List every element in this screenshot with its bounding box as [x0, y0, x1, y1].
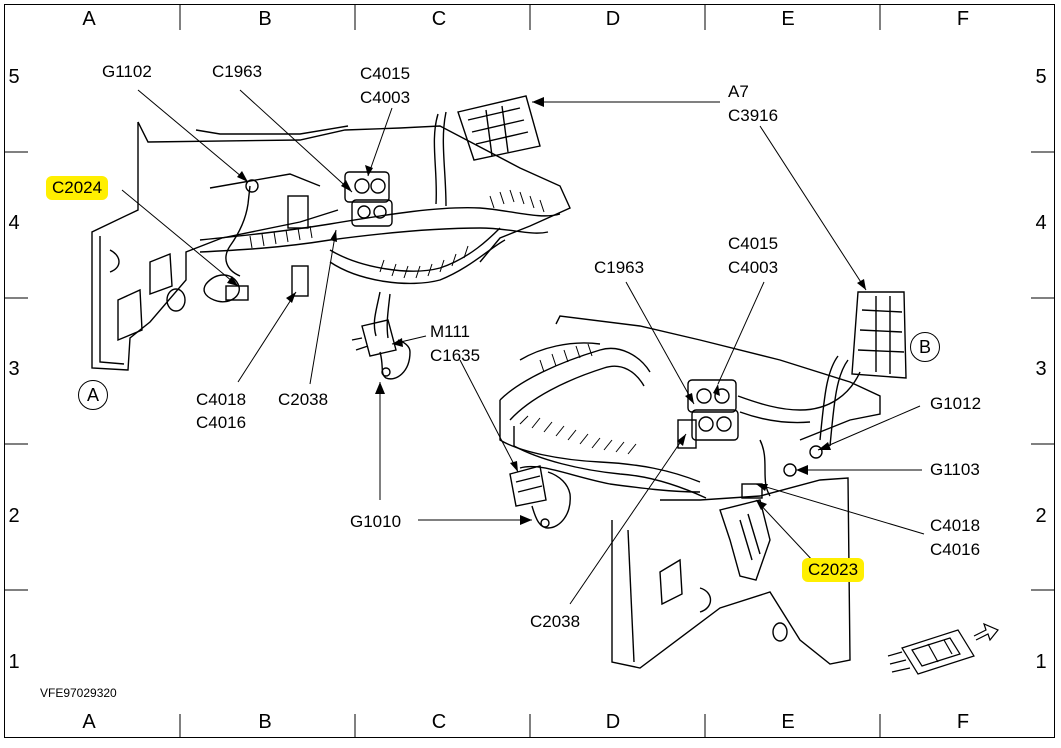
row-label-3-right: 3 [1035, 358, 1047, 380]
callout-g1103: G1103 [930, 460, 980, 479]
col-label-a-bottom: A [82, 711, 96, 733]
callout-c3916: C3916 [728, 106, 779, 125]
callout-c4003-top: C4003 [360, 88, 411, 107]
callout-g1010: G1010 [350, 512, 402, 531]
vehicle-orientation-icon [887, 622, 999, 675]
col-label-b-bottom: B [258, 711, 272, 733]
row-label-5-right: 5 [1035, 66, 1047, 88]
callout-c2038-bottom: C2038 [530, 612, 581, 631]
figure-reference-number: VFE97029320 [40, 686, 117, 700]
row-label-4: 4 [8, 212, 20, 234]
row-label-3: 3 [8, 358, 20, 380]
callout-c4016-left: C4016 [196, 413, 247, 432]
callout-c1635: C1635 [430, 346, 481, 365]
callout-g1012: G1012 [930, 394, 982, 413]
callout-c2038-left: C2038 [278, 390, 329, 409]
callout-c4015-top: C4015 [360, 64, 411, 83]
col-label-c-bottom: C [431, 711, 447, 733]
view-marker-a: A [78, 380, 108, 410]
col-label-e-bottom: E [781, 711, 795, 733]
col-label-d-bottom: D [605, 711, 621, 733]
col-label-c: C [431, 8, 447, 30]
callout-c4018-right: C4018 [930, 516, 981, 535]
col-label-a: A [82, 8, 96, 30]
col-label-e: E [781, 8, 795, 30]
row-label-1: 1 [8, 651, 20, 673]
callout-c1963-top: C1963 [212, 62, 263, 81]
callout-c2024-highlighted: C2024 [46, 176, 109, 200]
view-marker-b: B [910, 332, 940, 362]
col-label-f-bottom: F [956, 711, 970, 733]
row-label-2-right: 2 [1035, 505, 1047, 527]
callout-c4015-right: C4015 [728, 234, 779, 253]
col-label-d: D [605, 8, 621, 30]
callout-a7: A7 [728, 82, 749, 101]
callout-c4016-right: C4016 [930, 540, 981, 559]
callout-g1102: G1102 [102, 62, 152, 81]
row-label-4-right: 4 [1035, 212, 1047, 234]
col-label-f: F [956, 8, 970, 30]
row-label-1-right: 1 [1035, 651, 1047, 673]
row-label-2: 2 [8, 505, 20, 527]
callout-c4018-left: C4018 [196, 390, 247, 409]
col-label-b: B [258, 8, 272, 30]
callout-c4003-right: C4003 [728, 258, 779, 277]
callout-m111: M111 [430, 322, 471, 341]
callout-c2023-highlighted: C2023 [802, 558, 865, 582]
callout-c1963-right: C1963 [594, 258, 645, 277]
row-label-5: 5 [8, 66, 20, 88]
